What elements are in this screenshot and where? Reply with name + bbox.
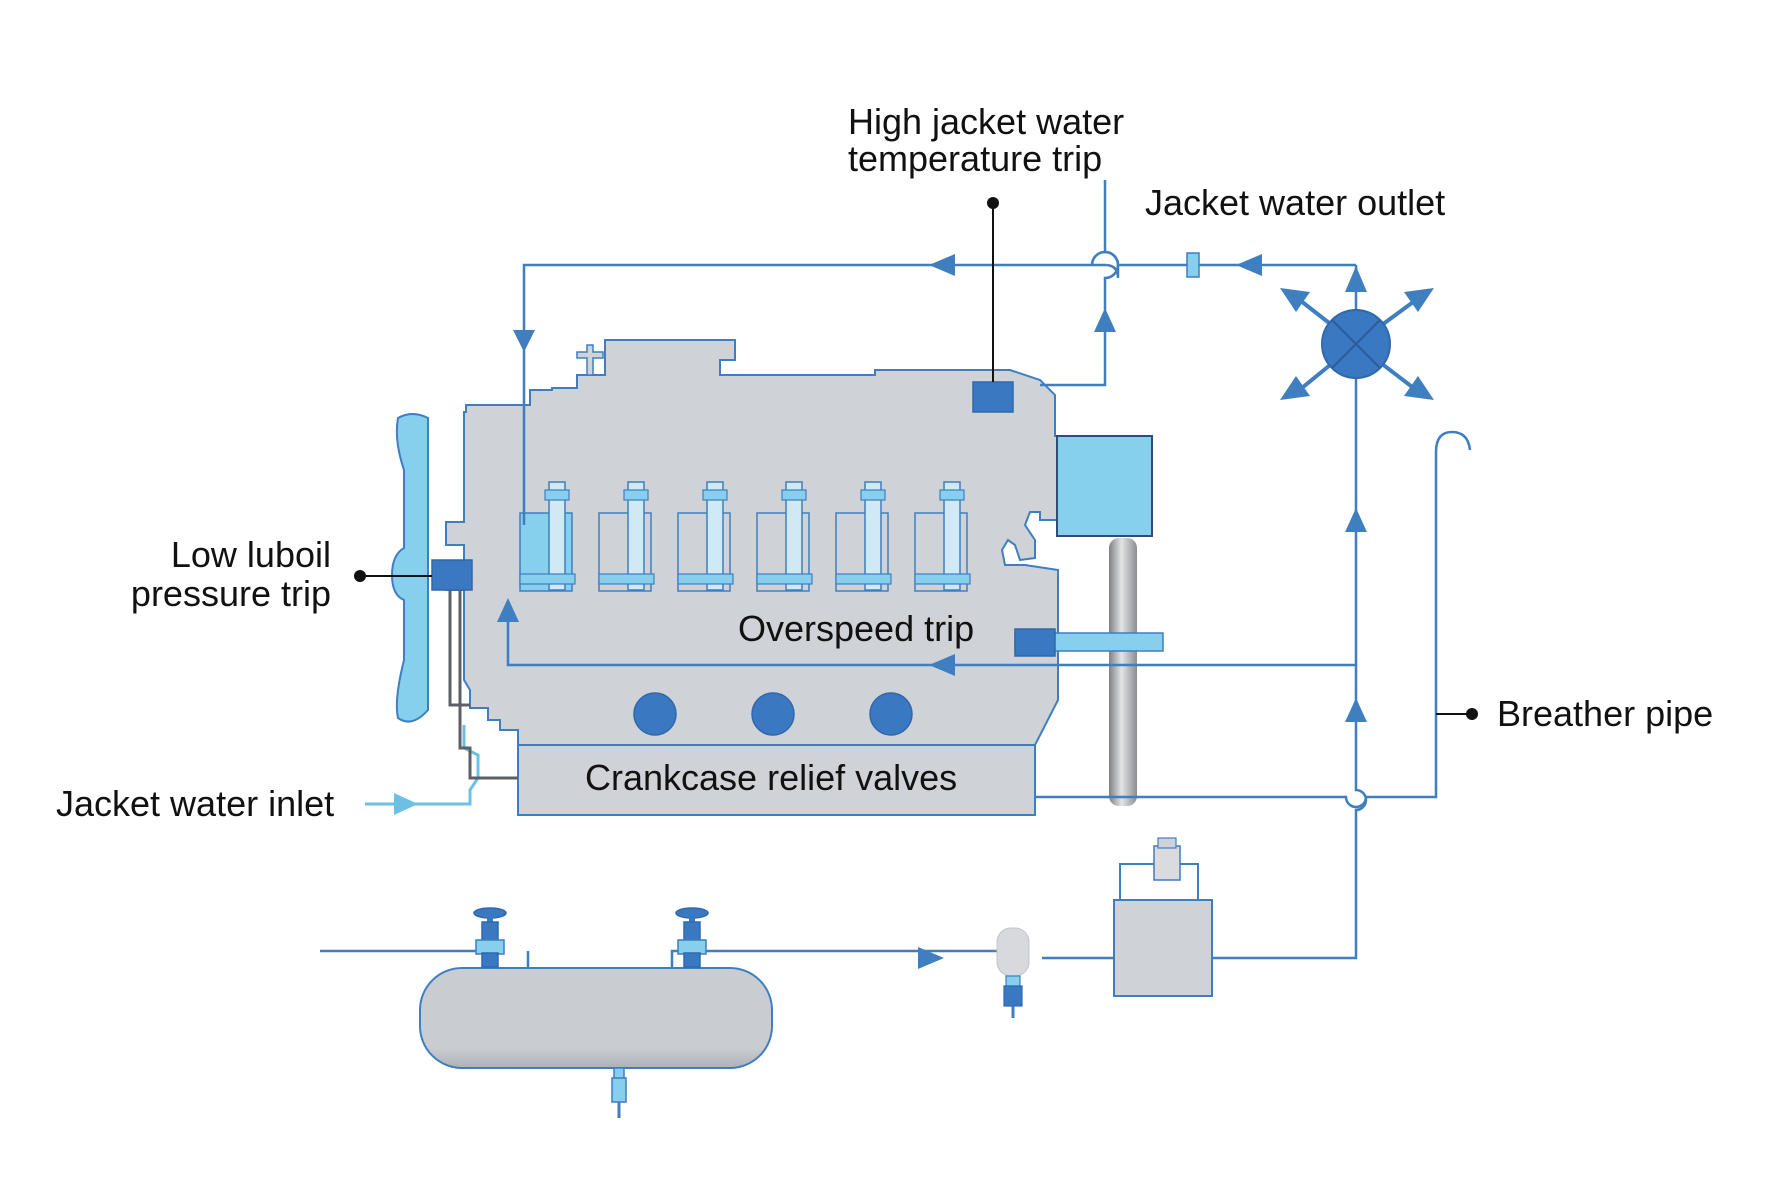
flow-arrow-icon bbox=[1094, 308, 1116, 332]
relief-valve-2 bbox=[751, 692, 795, 736]
luboil-sense-pipe bbox=[448, 582, 518, 780]
globe-valve-icon bbox=[473, 907, 507, 968]
temp-trip-riser bbox=[1040, 180, 1120, 387]
top-fitting bbox=[576, 344, 604, 376]
high-temp-trip-label-line1: High jacket water bbox=[848, 101, 1124, 142]
fan-icon bbox=[390, 413, 429, 723]
relief-valve-3 bbox=[869, 692, 913, 736]
flow-arrow-icon bbox=[1345, 508, 1367, 532]
flow-arrows bbox=[394, 254, 1367, 969]
air-start-control-box bbox=[1113, 837, 1213, 997]
high-temp-trip-label-line2: temperature trip bbox=[848, 138, 1102, 179]
flow-arrow-icon bbox=[1345, 266, 1367, 292]
flow-arrow-icon bbox=[513, 330, 535, 352]
return-pipe bbox=[506, 605, 1356, 667]
starting-air-line bbox=[320, 949, 1115, 968]
cylinder-2 bbox=[598, 481, 655, 592]
air-filter bbox=[996, 927, 1030, 1018]
overspeed-trip-label: Overspeed trip bbox=[738, 608, 974, 649]
flow-arrow-icon bbox=[394, 793, 418, 815]
low-luboil-label-line1: Low luboil bbox=[171, 534, 331, 575]
heat-exchanger-block bbox=[1056, 435, 1153, 537]
crankcase-sump bbox=[517, 744, 1036, 816]
flow-arrow-icon bbox=[929, 254, 955, 276]
breather-leader-dot bbox=[1466, 708, 1478, 720]
crankcase-vent-pipe bbox=[1035, 430, 1472, 809]
outlet-flow-element bbox=[1186, 252, 1200, 278]
cylinder-6 bbox=[914, 481, 971, 592]
breather-pipe-label: Breather pipe bbox=[1497, 693, 1713, 734]
globe-valve-icon bbox=[675, 907, 709, 968]
air-receiver-tank bbox=[419, 967, 773, 1069]
leader-lines bbox=[360, 203, 994, 577]
engine-block bbox=[445, 339, 1061, 816]
tank-drain-valve bbox=[611, 1067, 627, 1118]
high-temp-trip-sensor bbox=[972, 381, 1014, 413]
low-luboil-label-line2: pressure trip bbox=[131, 573, 331, 614]
cylinder-5 bbox=[835, 481, 892, 592]
inlet-pipes bbox=[365, 582, 518, 806]
relief-valve-circles bbox=[633, 692, 913, 736]
jacket-water-outlet-label: Jacket water outlet bbox=[1145, 182, 1445, 223]
cylinder-4 bbox=[756, 481, 813, 592]
engine-body-outline bbox=[445, 339, 1061, 746]
cylinder-3 bbox=[677, 481, 734, 592]
flywheel bbox=[1109, 538, 1137, 806]
flow-arrow-icon bbox=[918, 947, 944, 969]
jacket-water-inlet-label: Jacket water inlet bbox=[56, 783, 334, 824]
overspeed-trip-sensor bbox=[1014, 628, 1056, 657]
crankcase-relief-valves-label: Crankcase relief valves bbox=[585, 757, 957, 798]
cooler-fan-unit bbox=[1280, 288, 1434, 400]
low-luboil-trip-sensor bbox=[431, 559, 473, 591]
flow-arrow-icon bbox=[1345, 698, 1367, 722]
cylinder-row bbox=[519, 481, 971, 592]
pipework bbox=[320, 180, 1472, 968]
flow-arrow-icon bbox=[497, 598, 519, 622]
high-temp-leader-dot bbox=[987, 197, 999, 209]
luboil-leader-dot bbox=[354, 570, 366, 582]
flow-arrow-icon bbox=[1236, 254, 1262, 276]
cylinder-1 bbox=[519, 481, 576, 592]
relief-valve-1 bbox=[633, 692, 677, 736]
flow-arrow-icon bbox=[929, 654, 955, 676]
